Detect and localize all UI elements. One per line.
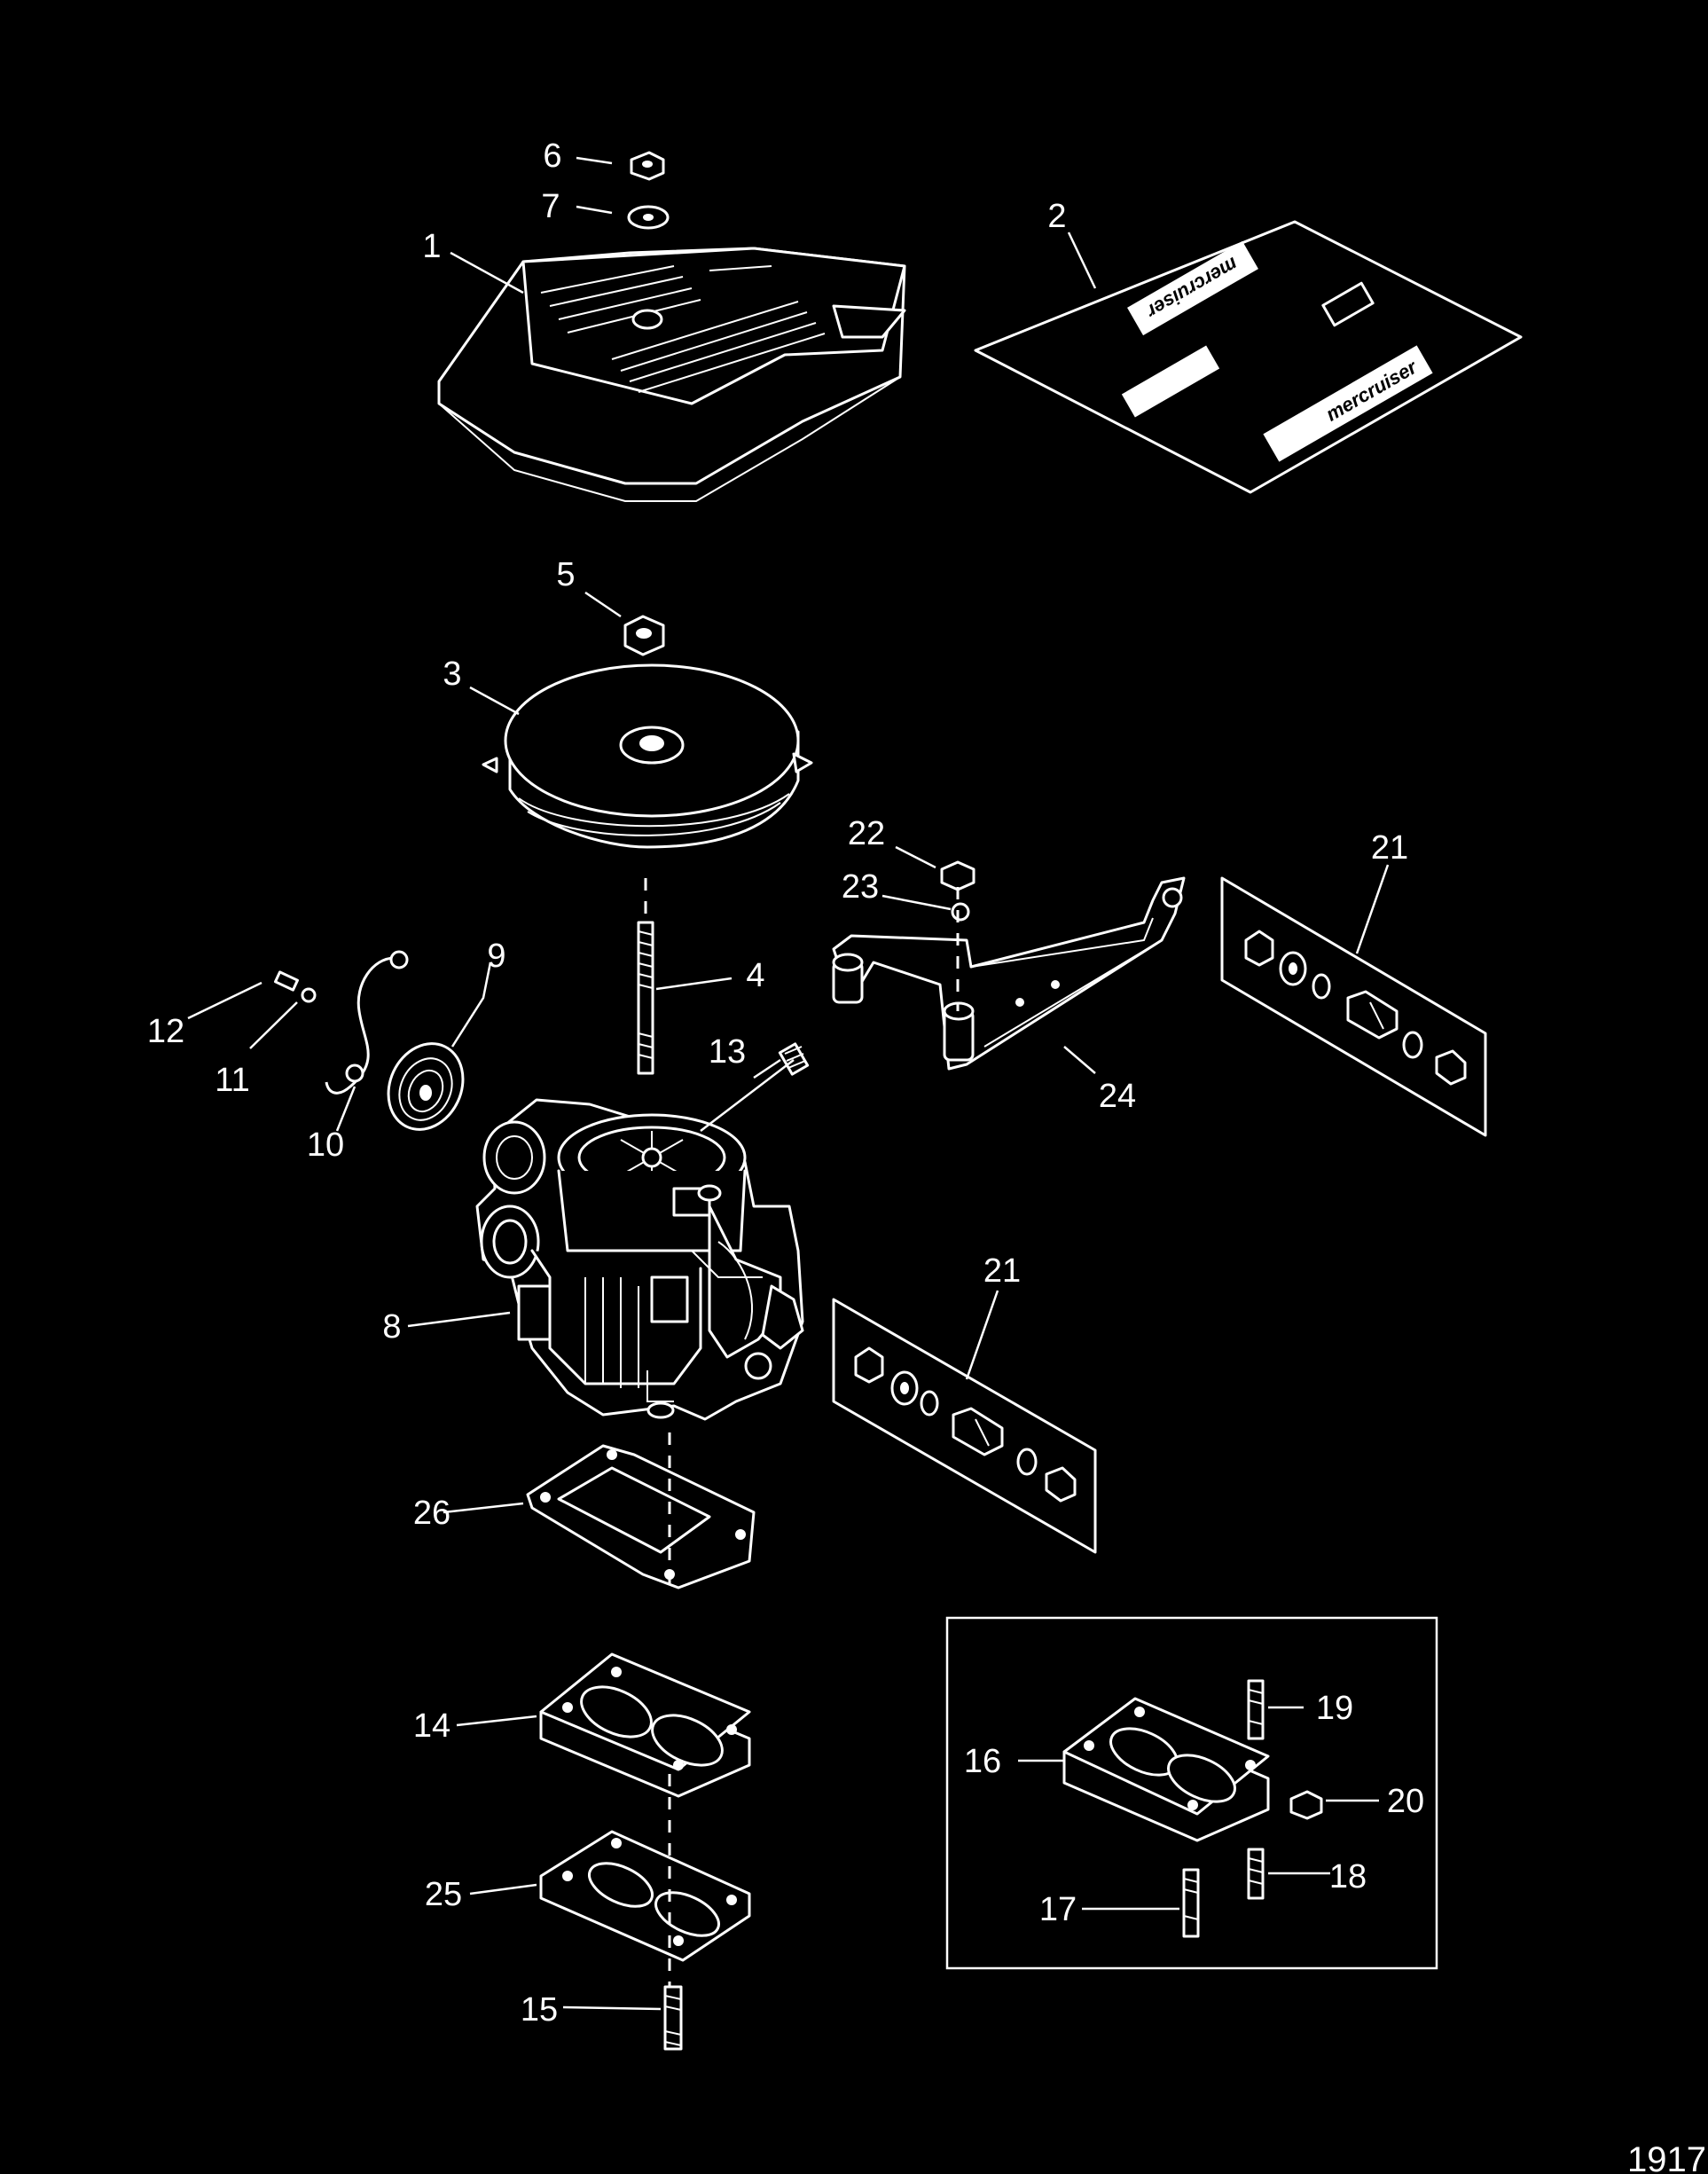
part-7-washer (627, 205, 670, 230)
part-15-stud (663, 1985, 683, 2051)
leader-lines (187, 156, 1390, 2011)
part-4-stud (637, 921, 654, 1075)
callout-2: 2 (1047, 198, 1066, 235)
callout-21-lower: 21 (983, 1252, 1021, 1290)
callout-14: 14 (413, 1707, 451, 1745)
callout-labels: 6 7 1 2 5 3 4 9 12 11 10 13 8 26 14 25 1… (147, 137, 1424, 2029)
part-6-nut (630, 151, 665, 181)
callout-13: 13 (709, 1033, 746, 1071)
callout-5: 5 (556, 556, 575, 593)
callout-3: 3 (443, 655, 461, 693)
part-22-nut (940, 860, 975, 891)
part-2-decal-sheet: mercruiser mercruiser (974, 220, 1523, 494)
callout-24: 24 (1099, 1078, 1136, 1115)
callout-1: 1 (422, 228, 441, 265)
part-21-hardware-kit-lower (832, 1298, 1097, 1554)
callout-26: 26 (413, 1495, 451, 1532)
callout-25: 25 (425, 1876, 462, 1913)
callout-20: 20 (1387, 1783, 1424, 1820)
callout-4: 4 (746, 957, 764, 994)
part-5-nut (623, 615, 665, 656)
callout-10: 10 (307, 1126, 344, 1164)
inset-spacer-kit (945, 1616, 1438, 1970)
part-24-throttle-bracket (832, 876, 1186, 1071)
part-21-hardware-kit-upper (1220, 876, 1487, 1137)
callout-21-upper: 21 (1371, 829, 1408, 867)
part-3-flame-arrestor (482, 663, 813, 849)
part-8-carburetor (475, 1098, 804, 1421)
callout-7: 7 (541, 188, 560, 225)
part-12-screw (273, 970, 300, 992)
part-1-flame-arrestor-cover (437, 247, 906, 502)
part-26-gasket (526, 1444, 756, 1589)
part-10-retainer-clip (325, 950, 409, 1095)
part-23-washer (951, 902, 970, 922)
callout-11: 11 (215, 1062, 249, 1099)
figure-reference-number: 1917 (1627, 2140, 1706, 2174)
callout-19: 19 (1316, 1690, 1353, 1727)
callout-17: 17 (1039, 1891, 1077, 1928)
callout-12: 12 (147, 1013, 184, 1050)
assembly-centerline (644, 878, 960, 1987)
part-13-screw (778, 1042, 810, 1076)
callout-6: 6 (543, 137, 561, 175)
part-11-washer (301, 987, 317, 1003)
callout-22: 22 (848, 815, 885, 852)
part-25-gasket (539, 1830, 751, 1962)
callout-15: 15 (521, 1991, 558, 2029)
callout-9: 9 (487, 938, 505, 975)
part-14-spacer (539, 1652, 751, 1798)
callout-16: 16 (964, 1743, 1001, 1780)
callout-23: 23 (842, 868, 879, 906)
callout-18: 18 (1329, 1858, 1367, 1895)
part-9-choke-cover (387, 1042, 465, 1131)
callout-8: 8 (382, 1308, 401, 1346)
